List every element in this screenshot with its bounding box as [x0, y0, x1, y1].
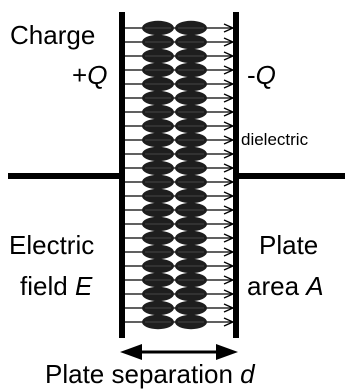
area-word: area [247, 271, 300, 301]
plus-q-label: +Q [72, 62, 107, 88]
separation-label: Plate separation d [45, 361, 255, 387]
dimension-arrowhead-right [216, 344, 238, 360]
plate-label: Plate [259, 230, 319, 260]
plus-q-variable: Q [87, 60, 108, 90]
electric-label: Electric [9, 230, 95, 260]
dielectric-label: dielectric [241, 130, 309, 149]
plus-sign: + [72, 60, 88, 90]
minus-sign: - [247, 60, 256, 90]
dimension-arrowhead-left [120, 344, 142, 360]
area-label: area A [247, 273, 324, 299]
capacitor-plates [119, 12, 239, 338]
field-word: field [20, 271, 68, 301]
minus-q-label: -Q [247, 62, 276, 88]
field-variable: E [74, 271, 93, 301]
separation-words: Plate separation [45, 359, 233, 389]
field-label: field E [20, 273, 92, 299]
separation-variable: d [240, 359, 255, 389]
area-variable: A [306, 271, 324, 301]
separation-dimension-arrow [120, 344, 238, 360]
charge-label: Charge [10, 20, 96, 50]
dielectric-dipoles [142, 20, 207, 330]
minus-q-variable: Q [255, 60, 276, 90]
